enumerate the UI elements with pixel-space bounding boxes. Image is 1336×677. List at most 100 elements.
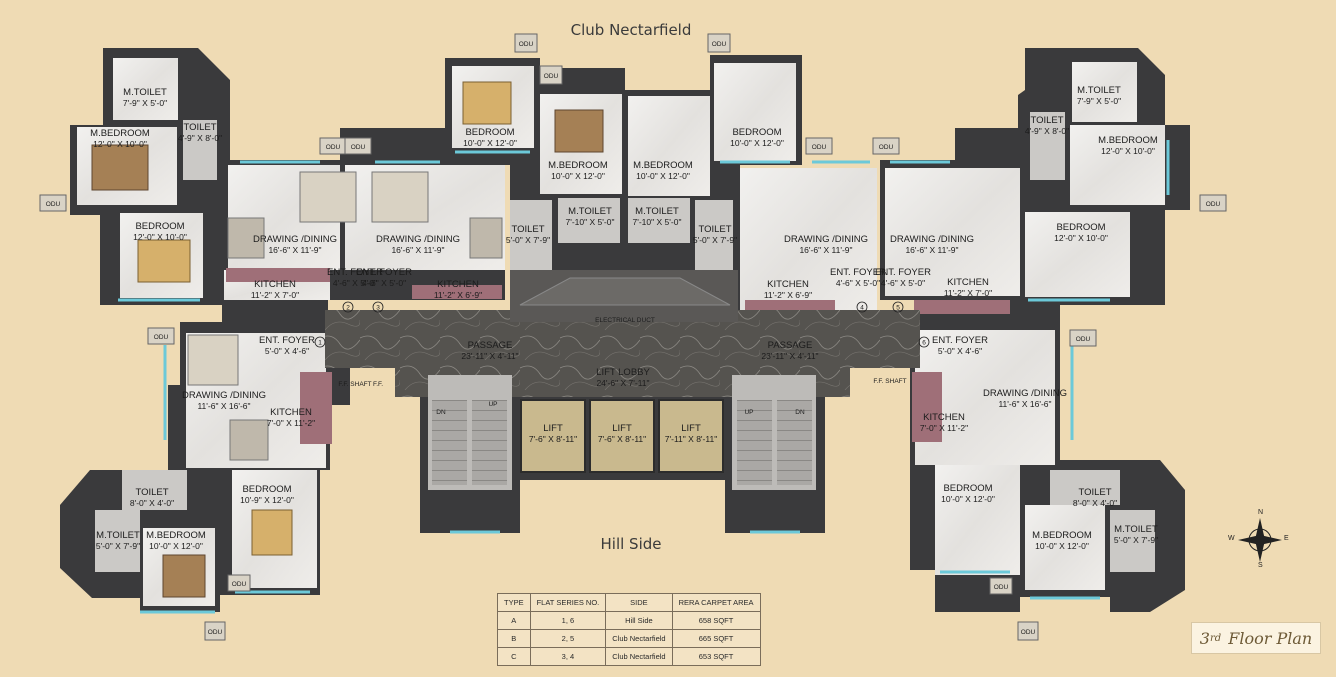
compass-w: W <box>1228 535 1235 542</box>
side-label-bottom: Hill Side <box>601 535 662 553</box>
room-name: ENT. FOYER <box>259 335 315 346</box>
odu-label: ODU <box>812 144 827 151</box>
room-name: KITCHEN <box>923 412 965 423</box>
compass-s: S <box>1258 562 1263 569</box>
table-cell: Club Nectarfield <box>605 629 673 648</box>
room-name: LIFT <box>681 423 701 434</box>
odu-label: ODU <box>154 334 169 341</box>
plan-title-text: Floor Plan <box>1228 628 1313 648</box>
unit-number-circle <box>372 301 384 313</box>
odu-label: ODU <box>326 144 341 151</box>
unit-number: 3 <box>376 305 380 312</box>
stair-up-label-left: UP <box>488 401 497 408</box>
table-cell: 665 SQFT <box>671 629 761 648</box>
ff-shaft-label-right: F.F. SHAFT <box>873 378 906 385</box>
room-name: DRAWING /DINING <box>182 390 266 401</box>
room-name: KITCHEN <box>947 277 989 288</box>
room-name: DRAWING /DINING <box>376 234 460 245</box>
room-name: DRAWING /DINING <box>890 234 974 245</box>
ff-label-left: F.F. <box>373 381 383 388</box>
unit-number: 1 <box>318 340 322 347</box>
plan-title-number: 3 <box>1199 628 1210 648</box>
table-cell: 1, 6 <box>529 611 607 630</box>
room-name: BEDROOM <box>1056 222 1105 233</box>
unit-number: 6 <box>922 340 926 347</box>
room-name: M.BEDROOM <box>146 530 206 541</box>
room-dimensions: 4'-6" X 5'-0" <box>881 278 925 288</box>
room-dimensions: 4'-6" X 5'-0" <box>362 278 406 288</box>
table-cell: 653 SQFT <box>671 647 761 666</box>
room-dimensions: 7'-10" X 5'-0" <box>633 217 682 227</box>
odu-label: ODU <box>544 73 559 80</box>
room-dimensions: 11'-6" X 16'-6" <box>998 399 1051 409</box>
room-dimensions: 8'-0" X 4'-0" <box>1073 498 1117 508</box>
table-row: A 1, 6 Hill Side 658 SQFT <box>497 611 761 630</box>
room-name: ENT. FOYER <box>327 267 383 278</box>
odu-label: ODU <box>879 144 894 151</box>
room-dimensions: 10'-0" X 12'-0" <box>730 138 784 148</box>
room-name: LIFT <box>543 423 563 434</box>
odu-units <box>39 33 1227 641</box>
room-dimensions: 7'-6" X 8'-11" <box>598 434 646 444</box>
room-name: TOILET <box>1030 115 1063 126</box>
room-dimensions: 7'-0" X 11'-2" <box>267 418 315 428</box>
room-name: M.BEDROOM <box>90 128 150 139</box>
room-dimensions: 10'-0" X 12'-0" <box>551 171 605 181</box>
unit-number-circle <box>918 336 930 348</box>
odu-label: ODU <box>232 581 247 588</box>
lift-cabins <box>520 399 724 473</box>
table-cell: Club Nectarfield <box>605 647 673 666</box>
odu-label: ODU <box>46 201 61 208</box>
room-name: M.BEDROOM <box>633 160 693 171</box>
room-name: M.BEDROOM <box>1098 135 1158 146</box>
room-name: M.TOILET <box>1077 85 1121 96</box>
room-name: LIFT LOBBY <box>596 367 650 378</box>
table-cell: 2, 5 <box>529 629 607 648</box>
room-dimensions: 11'-6" X 16'-6" <box>197 401 250 411</box>
windows <box>118 140 1170 614</box>
room-name: BEDROOM <box>732 127 781 138</box>
room-name: PASSAGE <box>468 340 513 351</box>
room-name: BEDROOM <box>135 221 184 232</box>
side-label-top: Club Nectarfield <box>571 21 692 39</box>
room-name: BEDROOM <box>943 483 992 494</box>
room-dimensions: 24'-6" X 7'-11" <box>596 378 649 388</box>
table-cell: C <box>497 647 531 666</box>
unit-number-circle <box>342 301 354 313</box>
room-name: M.TOILET <box>123 87 167 98</box>
room-dimensions: 4'-6" X 5'-0" <box>836 278 880 288</box>
room-dimensions: 10'-0" X 12'-0" <box>941 494 995 504</box>
ff-shaft-label-left: F.F. SHAFT <box>338 381 371 388</box>
room-dimensions: 7'-9" X 5'-0" <box>123 98 167 108</box>
room-dimensions: 7'-10" X 5'-0" <box>566 217 615 227</box>
area-table-header: TYPE FLAT SERIES NO. SIDE RERA CARPET AR… <box>497 593 761 612</box>
furniture <box>91 81 604 598</box>
room-name: ENT. FOYER <box>875 267 931 278</box>
room-dimensions: 16'-6" X 11'-9" <box>391 245 444 255</box>
room-name: DRAWING /DINING <box>253 234 337 245</box>
room-dimensions: 16'-6" X 11'-9" <box>905 245 958 255</box>
room-dimensions: 7'-6" X 8'-11" <box>529 434 577 444</box>
stair-down-label-right: DN <box>795 409 805 416</box>
room-name: TOILET <box>1078 487 1111 498</box>
